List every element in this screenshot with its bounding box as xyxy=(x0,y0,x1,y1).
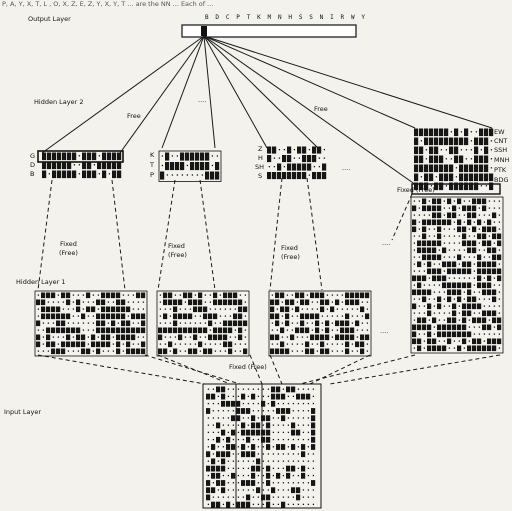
col2-fixed-label: Fixed xyxy=(168,242,185,250)
hidden2-group-1-units xyxy=(42,152,122,179)
h2-row-G: G xyxy=(30,152,36,160)
fixed-free-label-bottom: Fixed (Free) xyxy=(229,363,267,371)
output-active-unit xyxy=(201,26,207,36)
hidden2-ellipsis-top: .... xyxy=(198,96,207,104)
hidden1-grid-1-units xyxy=(34,290,148,357)
fixed-connections-upper xyxy=(37,177,413,291)
col2-free-label: (Free) xyxy=(168,251,187,259)
h2-row-D: D xyxy=(30,161,36,169)
h2-row-H: H xyxy=(258,154,263,162)
hidden2-right-units xyxy=(414,128,494,191)
col1-free-label: (Free) xyxy=(59,249,78,257)
h2-row-P: P xyxy=(150,171,154,179)
h2-row-S: S xyxy=(258,172,263,180)
free-label-left: Free xyxy=(127,112,141,120)
hidden1-ellipsis-mid: .... xyxy=(380,327,389,335)
fixed-connections-lower xyxy=(37,354,501,385)
h2-row-T: T xyxy=(150,161,154,169)
h2-right-row-CNT: CNT xyxy=(494,137,508,145)
h2-right-row-SSH: SSH xyxy=(494,146,508,154)
h2-row-Z: Z xyxy=(258,145,263,153)
hidden1-grid-2-units xyxy=(156,290,250,357)
output-units-label: B D C P T K M N H S S N I R W Y xyxy=(205,14,367,21)
fixed-free-label-right: Fixed (Free) xyxy=(397,186,435,194)
hidden-layer-1-label: Hidden Layer 1 xyxy=(16,278,66,286)
hidden1-grid-right-units xyxy=(410,196,504,354)
hidden2-group-2-units xyxy=(158,150,222,182)
h2-right-row-PTK: PTK xyxy=(494,166,507,174)
hidden2-group-3-units xyxy=(267,146,327,180)
free-connections xyxy=(41,35,493,186)
h2-row-K: K xyxy=(150,151,155,159)
input-layer-units xyxy=(206,386,316,508)
free-label-right: Free xyxy=(314,105,328,113)
col3-fixed-label: Fixed xyxy=(281,244,298,252)
unit-grids xyxy=(34,128,504,508)
hidden1-grid-3-units xyxy=(268,290,372,357)
h2-right-row-BDG: BDG xyxy=(494,176,509,184)
hidden-layer-2-label: Hidden Layer 2 xyxy=(34,98,84,106)
output-layer-bar xyxy=(181,24,357,38)
hidden1-ellipsis-top: .... xyxy=(382,239,391,247)
hidden2-highlight-row xyxy=(37,150,124,163)
hidden2-ellipsis-mid: .... xyxy=(342,164,351,172)
col1-fixed-label: Fixed xyxy=(60,240,77,248)
input-layer-label: Input Layer xyxy=(4,408,42,416)
h2-right-row-EW: EW xyxy=(494,128,505,136)
h2-row-B: B xyxy=(30,170,35,178)
col3-free-label: (Free) xyxy=(281,253,300,261)
h2-right-row-MNH: MNH xyxy=(494,156,510,164)
output-layer-label: Output Layer xyxy=(28,15,71,23)
header-fragment: P, A, Y, X, T, L , O, X, Z, E, Z, Y, X, … xyxy=(2,0,214,8)
h2-row-SH: SH xyxy=(255,163,265,171)
